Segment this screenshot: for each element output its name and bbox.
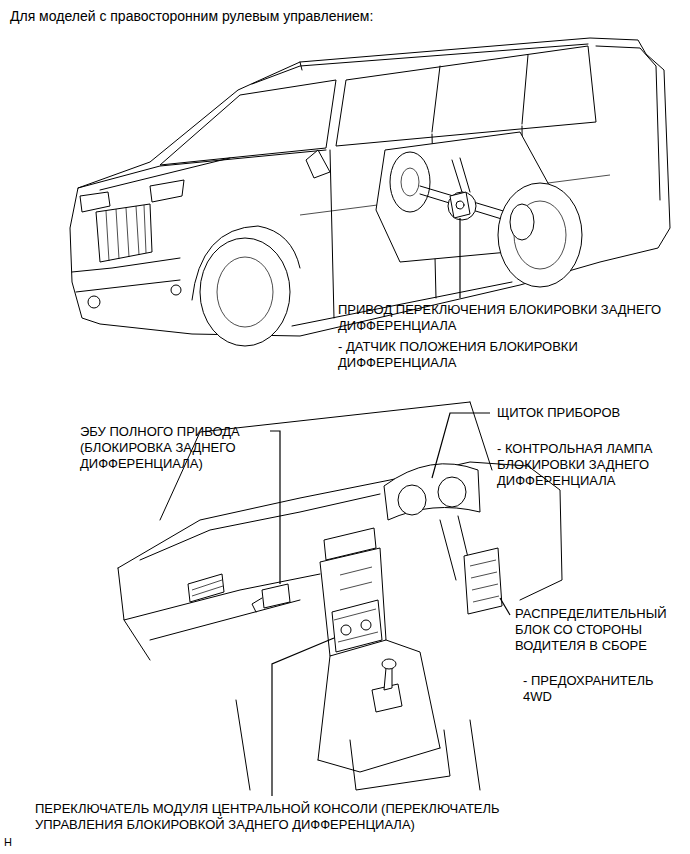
leader-line <box>459 218 460 298</box>
brake-hub <box>401 168 419 196</box>
leader-line <box>270 431 280 584</box>
headlight <box>80 192 110 212</box>
junction-block <box>464 548 502 614</box>
switch-knob <box>341 625 351 635</box>
armrest <box>350 730 450 790</box>
part-label: ЭБУ ПОЛНОГО ПРИВОДА (БЛОКИРОВКА ЗАДНЕГО … <box>80 424 262 472</box>
vehicle-drawing <box>70 38 670 346</box>
gear-lever <box>384 668 392 690</box>
hood-line <box>78 150 326 190</box>
part-label: РАСПРЕДЕЛИТЕЛЬНЫЙ БЛОК СО СТОРОНЫ ВОДИТЕ… <box>515 606 685 654</box>
gauge <box>438 477 466 507</box>
page-mark: H <box>4 834 34 850</box>
front-bumper <box>72 258 180 292</box>
window-pillar <box>432 55 528 132</box>
roof-rail <box>252 44 588 84</box>
differential-housing <box>448 192 476 220</box>
rear-brake-disc <box>510 204 534 240</box>
cluster-hood <box>384 464 480 520</box>
fog-light <box>88 296 100 308</box>
console-switch-module <box>332 600 382 652</box>
part-sublabel: - ДАТЧИК ПОЛОЖЕНИЯ БЛОКИРОВКИ ДИФФЕРЕНЦИ… <box>338 339 638 371</box>
front-wheel <box>200 238 290 346</box>
grille <box>96 204 152 262</box>
glove-box <box>150 600 300 640</box>
gear-knob <box>382 659 396 669</box>
gauge <box>398 485 426 515</box>
part-label: ПРИВОД ПЕРЕКЛЮЧЕНИЯ БЛОКИРОВКИ ЗАДНЕГО Д… <box>338 302 683 334</box>
wheel-arch <box>192 226 300 300</box>
windshield <box>160 80 336 165</box>
part-sublabel: - КОНТРОЛЬНАЯ ЛАМПА БЛОКИРОВКИ ЗАДНЕГО Д… <box>497 441 657 489</box>
vent-slats <box>192 580 223 596</box>
headlight <box>150 180 184 202</box>
side-windows <box>336 46 596 146</box>
dash-edge <box>140 494 380 560</box>
leader-line <box>500 598 510 615</box>
dash-front <box>118 568 320 660</box>
rear-wheel <box>498 183 582 287</box>
windshield-frame <box>160 402 492 520</box>
switch-knob <box>361 620 371 630</box>
part-sublabel: - ПРЕДОХРАНИТЕЛЬ 4WD <box>523 673 673 705</box>
switch-buttons <box>334 567 378 642</box>
leader-line <box>272 638 334 796</box>
center-console <box>318 640 440 772</box>
brake-disc <box>390 152 430 212</box>
part-label: ЩИТОК ПРИБОРОВ <box>497 405 667 421</box>
air-vent <box>188 574 224 602</box>
lock-actuator <box>450 192 470 218</box>
grille-bars <box>106 205 146 261</box>
leader-line <box>432 413 490 478</box>
ecu-connector <box>252 598 262 612</box>
fuse-rows <box>470 560 499 602</box>
front-wheel-rim <box>217 257 273 327</box>
side-mirror <box>306 150 330 178</box>
ecu-box <box>262 584 290 608</box>
fog-light <box>171 285 181 295</box>
part-label: ПЕРЕКЛЮЧАТЕЛЬ МОДУЛЯ ЦЕНТРАЛЬНОЙ КОНСОЛИ… <box>35 801 545 833</box>
rear-pillar <box>596 46 660 200</box>
vehicle-body <box>70 38 670 336</box>
propeller-shaft <box>452 158 470 192</box>
diagram-title: Для моделей с правосторонним рулевым упр… <box>10 8 630 24</box>
actuator-connector <box>456 201 464 209</box>
